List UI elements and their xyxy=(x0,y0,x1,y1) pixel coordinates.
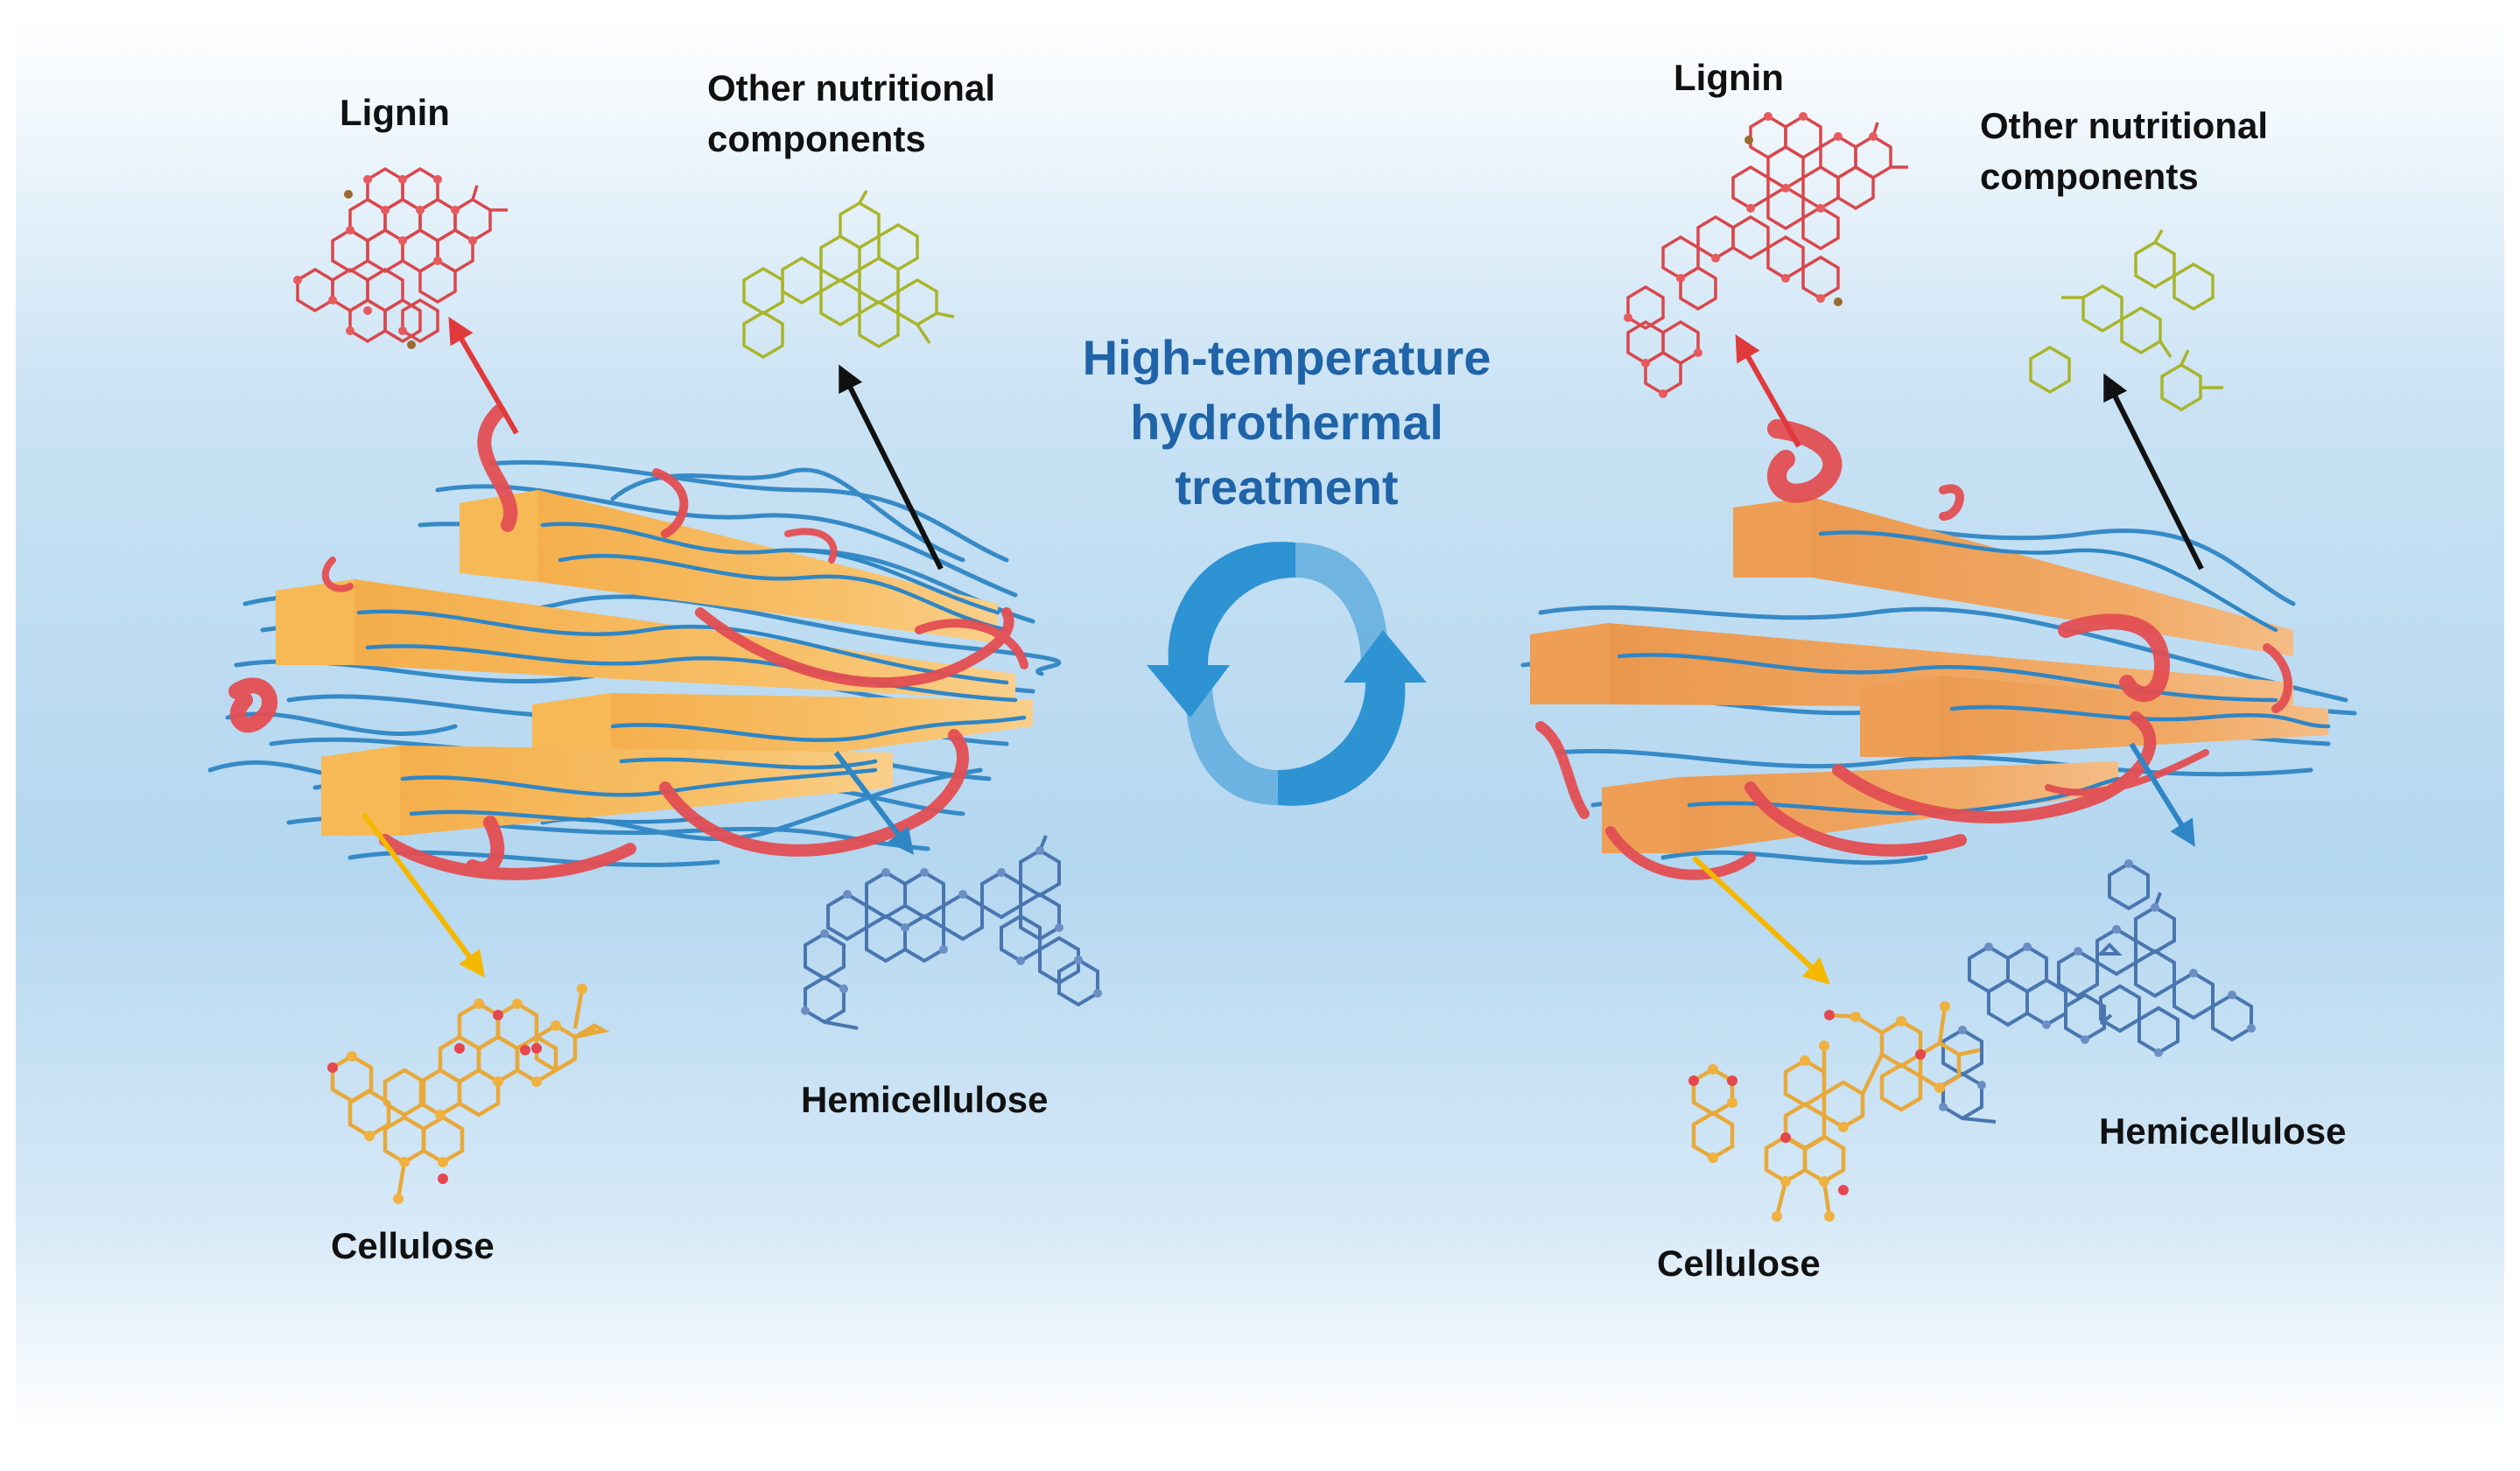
right-fiber-bundle xyxy=(1520,419,2357,880)
right-other-label-line1: Other nutritional xyxy=(1980,105,2268,146)
right-lignin-arrow xyxy=(1735,333,1801,448)
left-lignin-atoms xyxy=(293,175,477,349)
left-other-label-line2: components xyxy=(707,118,926,159)
left-cellulose-atoms xyxy=(327,984,587,1204)
left-fiber-bundle xyxy=(207,404,1062,880)
cellulose-bars-right xyxy=(1530,497,2328,853)
right-other-label: Other nutritional components xyxy=(1980,101,2268,202)
left-lignin-molecule-icon xyxy=(296,166,508,344)
left-lignin-label: Lignin xyxy=(340,92,450,133)
right-other-label-line2: components xyxy=(1980,156,2199,197)
right-other-molecule-icon xyxy=(2029,229,2223,412)
right-hemicellulose-atoms xyxy=(1939,859,2256,1111)
right-hemicellulose-arrow xyxy=(2129,742,2195,847)
right-cellulose-atoms xyxy=(1688,1001,1950,1222)
right-lignin-atoms xyxy=(1624,112,1878,398)
left-hemicellulose-arrow xyxy=(833,751,915,855)
left-other-molecule-icon xyxy=(742,190,955,360)
left-cellulose-arrow xyxy=(361,812,485,978)
left-lignin-arrow xyxy=(448,317,519,435)
process-title-line1: High-temperature xyxy=(1082,330,1492,385)
right-lignin-label: Lignin xyxy=(1674,57,1784,98)
left-cellulose-label: Cellulose xyxy=(331,1225,495,1266)
left-other-label: Other nutritional components xyxy=(707,63,995,165)
left-hemicellulose-label: Hemicellulose xyxy=(801,1079,1049,1120)
process-title: High-temperature hydrothermal treatment xyxy=(980,326,1593,520)
process-title-line2: hydrothermal xyxy=(1130,395,1443,450)
right-cellulose-arrow xyxy=(1691,855,1830,985)
right-hemicellulose-label: Hemicellulose xyxy=(2099,1110,2347,1152)
process-title-line3: treatment xyxy=(1175,459,1399,515)
right-other-arrow xyxy=(2103,373,2204,571)
cycle-arrows-icon xyxy=(1147,542,1427,806)
right-cellulose-label: Cellulose xyxy=(1657,1243,1821,1284)
left-other-label-line1: Other nutritional xyxy=(707,67,995,109)
left-hemicellulose-atoms xyxy=(801,846,1102,1015)
left-other-arrow xyxy=(839,364,944,571)
